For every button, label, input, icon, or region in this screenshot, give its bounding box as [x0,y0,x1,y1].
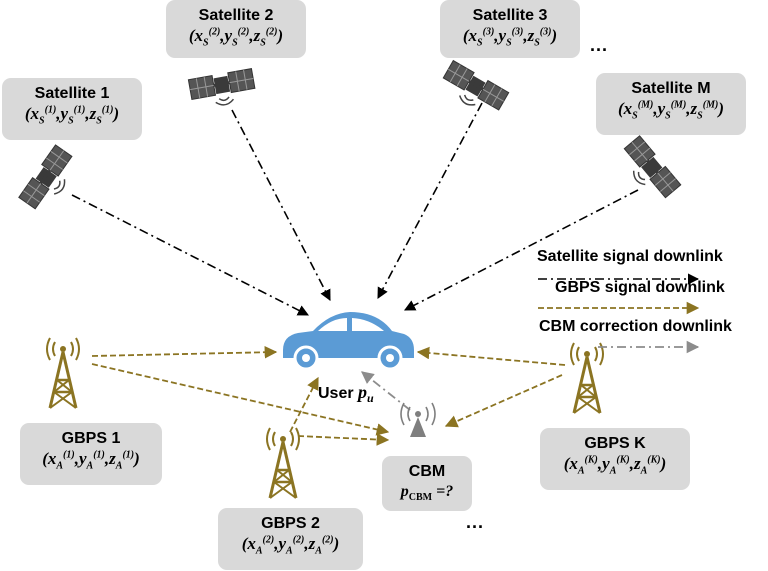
link-sat3-user [377,102,483,299]
cbm-position: pCBM =? [400,483,454,504]
link-cbm-user [361,371,411,411]
node-gbps-1: GBPS 1 (xA(1),yA(1),zA(1)) [20,423,162,485]
link-gbpsk-user [416,346,566,366]
node-coordinates: (xS(2),yS(2),zS(2)) [188,26,284,49]
node-coordinates: (xA(1),yA(1),zA(1)) [42,449,140,472]
node-gbps-2: GBPS 2 (xA(2),yA(2),zA(2)) [218,508,363,570]
node-title: Satellite 1 [34,85,110,102]
node-title: Satellite M [631,80,711,97]
ellipsis-satellites: ... [590,35,609,55]
legend-satellite-label: Satellite signal downlink [537,248,723,265]
node-title: CBM [408,463,446,480]
link-gbps2-cbm [297,433,390,446]
node-title: GBPS 2 [261,515,320,532]
node-satellite-m: Satellite M (xS(M),yS(M),zS(M)) [596,73,746,135]
node-title: GBPS 1 [61,430,121,447]
legend-gbps-label: GBPS signal downlink [555,279,725,296]
node-title: Satellite 3 [472,7,548,24]
link-satm-user [404,189,639,311]
link-gbps2-user [289,376,319,433]
tower-icon [45,336,81,410]
node-cbm: CBM pCBM =? [382,456,472,511]
link-sat2-user [231,109,331,301]
node-gbps-k: GBPS K (xA(K),yA(K),zA(K)) [540,428,690,490]
node-title: GBPS K [584,435,646,452]
node-coordinates: (xS(3),yS(3),zS(3)) [462,26,558,49]
node-coordinates: (xA(2),yA(2),zA(2)) [241,534,340,557]
cbm-antenna-icon [400,402,436,437]
car-icon [283,312,414,371]
node-title: Satellite 2 [198,7,274,24]
node-coordinates: (xA(K),yA(K),zA(K)) [563,454,667,477]
ellipsis-gbps: ... [466,512,485,532]
link-gbps1-user [91,345,278,359]
satellite-icon [436,59,511,121]
satellite-icon [614,134,683,207]
node-satellite-3: Satellite 3 (xS(3),yS(3),zS(3)) [440,0,580,58]
user-label: User pu [318,382,374,406]
tower-icon [569,341,605,415]
node-coordinates: (xS(1),yS(1),zS(1)) [24,104,120,127]
node-satellite-1: Satellite 1 (xS(1),yS(1),zS(1)) [2,78,142,140]
link-sat1-user [71,194,309,316]
tower-icon [265,426,301,500]
node-satellite-2: Satellite 2 (xS(2),yS(2),zS(2)) [166,0,306,58]
satellite-icon [17,143,83,217]
link-gbps1-cbm [91,363,390,436]
legend-cbm-label: CBM correction downlink [539,318,732,335]
satellite-icon [186,67,259,112]
link-gbpsk-cbm [444,374,563,428]
node-coordinates: (xS(M),yS(M),zS(M)) [618,99,724,122]
